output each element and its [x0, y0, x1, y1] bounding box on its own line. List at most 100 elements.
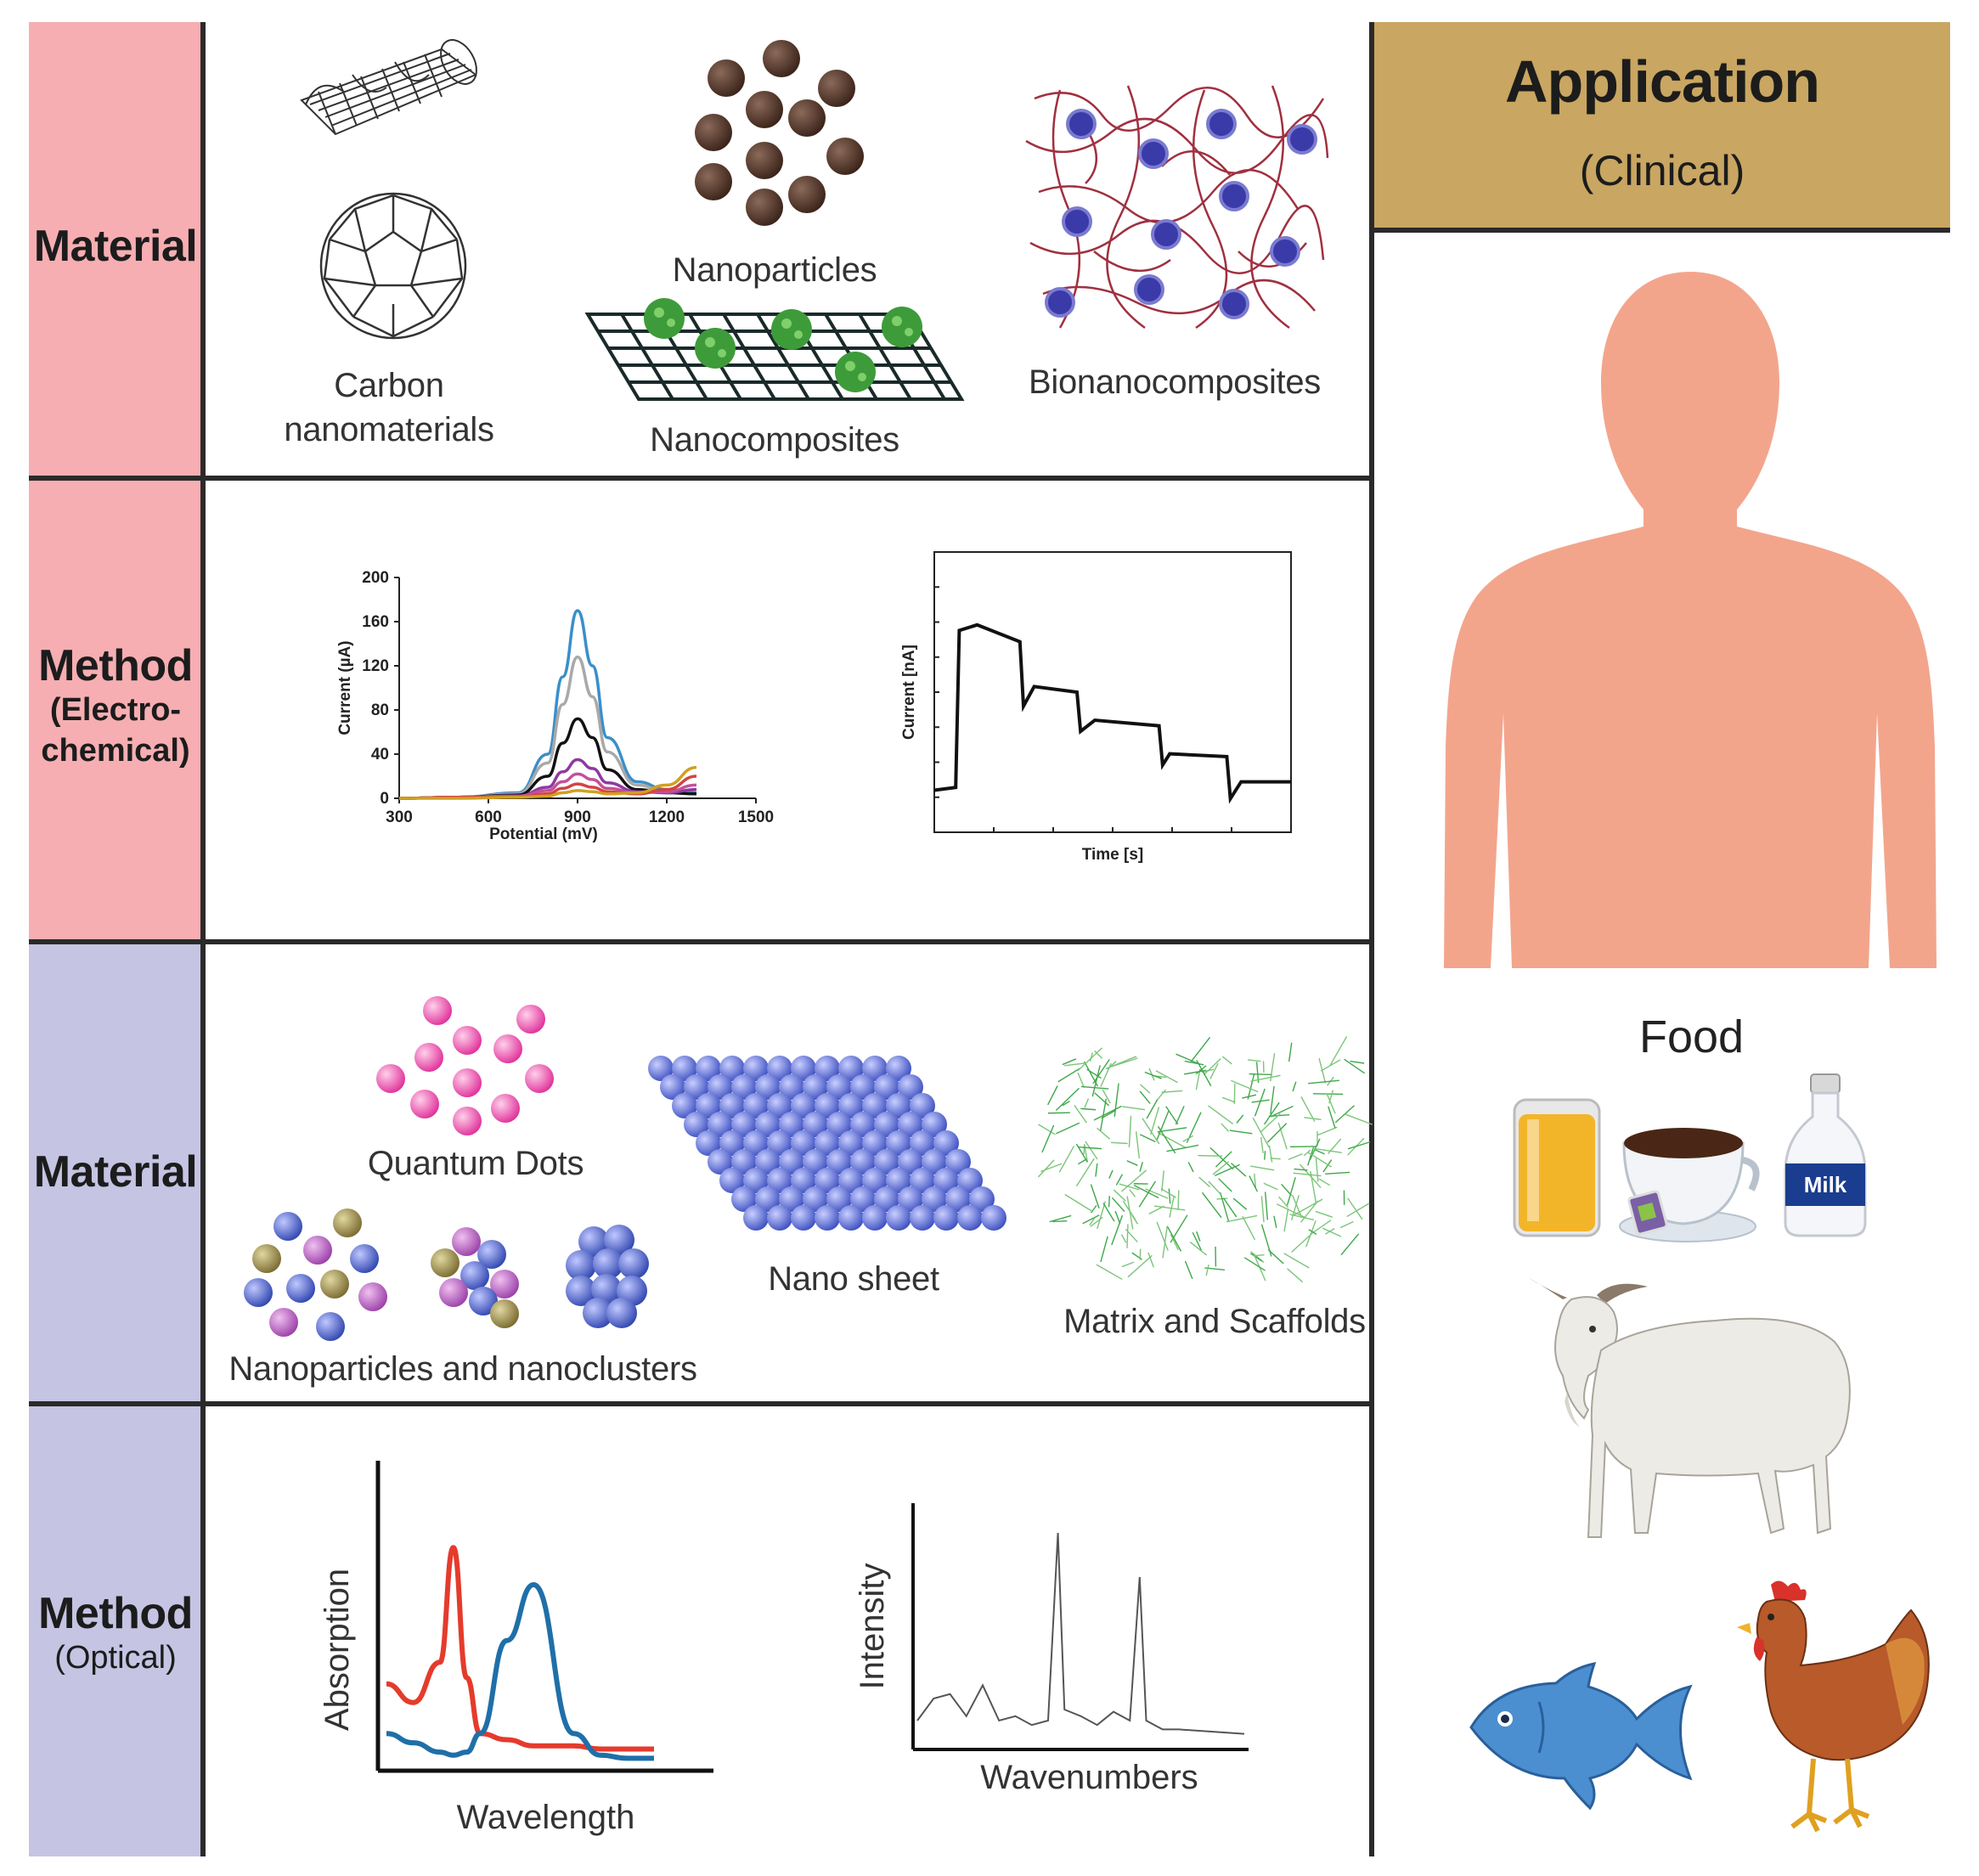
nanocomposites-caption: Nanocomposites [650, 421, 899, 459]
lattice-sphere [815, 1168, 840, 1193]
scaffold-fiber [1312, 1147, 1343, 1153]
scaffold-fiber [1250, 1074, 1281, 1082]
band-method-optical: Method (Optical) [29, 1406, 202, 1856]
quantum-dots-icon [376, 996, 554, 1135]
lattice-sphere [755, 1112, 781, 1137]
application-header: Application (Clinical) [1374, 22, 1950, 228]
scaffold-fiber [1093, 1105, 1122, 1121]
scaffold-fiber [1094, 1050, 1103, 1059]
scaffold-fiber [1300, 1200, 1319, 1223]
lattice-sphere [672, 1056, 697, 1081]
lattice-sphere [743, 1168, 769, 1193]
scaffold-fiber [1328, 1090, 1334, 1104]
band-subtitle: (Electro- chemical) [41, 692, 190, 769]
scaffold-fiber [1326, 1093, 1336, 1114]
scaffold-fiber [1250, 1165, 1275, 1171]
scaffold-fiber [1233, 1083, 1236, 1105]
lattice-sphere [719, 1130, 745, 1156]
scaffold-fiber [1201, 1068, 1215, 1073]
lattice-sphere [815, 1056, 840, 1081]
scaffold-fiber [1278, 1196, 1289, 1208]
band-title: Material [33, 1147, 198, 1197]
scaffold-fiber [1082, 1214, 1100, 1225]
lattice-sphere [910, 1205, 935, 1231]
scaffold-fiber [1212, 1161, 1229, 1175]
scaffold-fiber [1157, 1131, 1187, 1149]
scaffold-fiber [1115, 1174, 1124, 1186]
y-tick-label: 120 [362, 657, 389, 675]
lattice-sphere [791, 1130, 816, 1156]
scaffold-fiber [1289, 1214, 1315, 1221]
scaffold-fiber [1113, 1189, 1126, 1202]
lattice-sphere [957, 1205, 983, 1231]
scaffold-fiber [1283, 1253, 1310, 1269]
lattice-sphere [743, 1093, 769, 1118]
lattice-sphere [708, 1149, 733, 1175]
scaffold-fiber [1344, 1058, 1366, 1074]
scaffold-fiber [1100, 1236, 1108, 1263]
scaffold-fiber [1064, 1062, 1086, 1067]
y-axis-label: Intensity [854, 1563, 891, 1690]
scaffold-fiber [1077, 1158, 1086, 1165]
scaffold-fiber [1142, 1118, 1160, 1145]
band-label: Material [29, 1148, 202, 1196]
scaffold-fiber [1110, 1141, 1128, 1145]
scaffold-fiber [1305, 1220, 1317, 1248]
scaffold-fiber [1277, 1122, 1288, 1150]
lattice-sphere [767, 1093, 792, 1118]
scaffold-fiber [1195, 1068, 1201, 1090]
scaffold-fiber [1293, 1198, 1323, 1216]
lattice-sphere [767, 1130, 792, 1156]
scaffold-fiber [1325, 1171, 1350, 1175]
lattice-sphere [815, 1205, 840, 1231]
lattice-sphere [719, 1093, 745, 1118]
lattice-sphere [826, 1112, 852, 1137]
x-tick-label: 1500 [738, 808, 774, 826]
lattice-sphere [886, 1130, 911, 1156]
scaffold-fiber [1208, 1105, 1234, 1124]
scaffold-fiber [1339, 1220, 1354, 1229]
scaffold-fiber [1221, 1123, 1230, 1132]
scaffold-fiber [1153, 1205, 1186, 1211]
lattice-sphere [922, 1149, 947, 1175]
scaffold-fiber [1107, 1061, 1117, 1070]
scaffold-fiber [1138, 1180, 1157, 1208]
scaffold-fiber [1317, 1126, 1338, 1136]
lattice-sphere [945, 1186, 971, 1212]
lattice-sphere [767, 1056, 792, 1081]
scaffold-fiber [1260, 1113, 1281, 1134]
application-header-divider [1369, 228, 1950, 233]
amperometry-chart: Time [s]Current [nA] [900, 551, 1292, 864]
scaffold-fiber [1253, 1253, 1265, 1257]
lattice-sphere [755, 1186, 781, 1212]
scaffold-fiber [1242, 1094, 1257, 1099]
scaffold-fiber [1111, 1214, 1124, 1246]
x-tick-label: 600 [475, 808, 502, 826]
band-label: Method (Optical) [29, 1590, 202, 1678]
scaffold-fiber [1247, 1073, 1255, 1100]
scaffold-fiber [1126, 1224, 1129, 1248]
scaffold-fiber [1195, 1065, 1207, 1075]
scaffold-fiber [1147, 1252, 1154, 1268]
scaffold-fiber [1155, 1111, 1170, 1141]
nano-sheet-icon [648, 1056, 1006, 1231]
y-axis-label: Absorption [319, 1569, 356, 1731]
scaffold-fiber [1215, 1151, 1232, 1168]
lattice-sphere [803, 1186, 828, 1212]
x-tick-label: 1200 [649, 808, 685, 826]
scaffold-fiber [1158, 1127, 1187, 1133]
lattice-sphere [898, 1186, 923, 1212]
scaffold-fiber [1097, 1201, 1107, 1230]
lattice-sphere [791, 1205, 816, 1231]
goat-icon [1529, 1278, 1851, 1538]
scaffold-fiber [1092, 1059, 1110, 1084]
scaffold-fiber [1198, 1154, 1223, 1157]
scaffold-fiber [1041, 1124, 1055, 1153]
scaffold-fiber [1168, 1188, 1171, 1204]
scaffold-fiber [1300, 1163, 1322, 1189]
y-tick-label: 0 [380, 790, 389, 808]
scaffold-fiber [1108, 1196, 1111, 1208]
series-line [398, 609, 697, 800]
scaffold-fiber [1126, 1196, 1134, 1230]
